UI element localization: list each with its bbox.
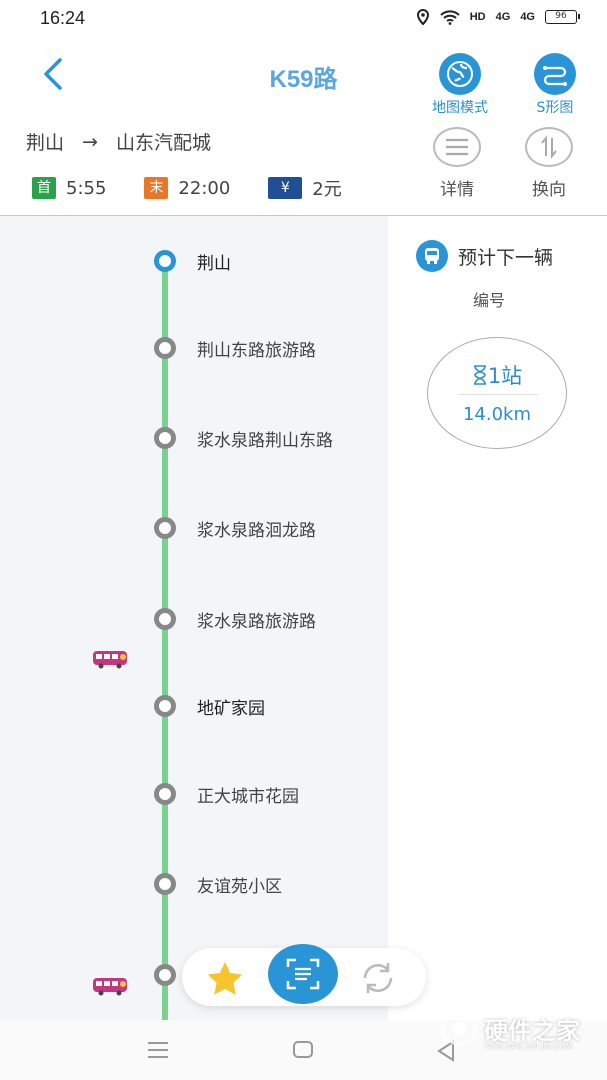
station-name: 荆山东路旅游路 (197, 341, 316, 361)
station-name: 地矿家园 (197, 699, 265, 719)
fare: ¥ 2元 (268, 175, 342, 201)
map-mode-label: 地图模式 (432, 100, 488, 116)
wifi-icon (440, 9, 460, 25)
station-name: 正大城市花园 (197, 787, 299, 807)
station-dot (154, 427, 176, 449)
watermark: 硬件之家 YING JIAN ZHI JIA.COM (440, 1008, 580, 1051)
watermark-text: 硬件之家 (484, 1016, 580, 1045)
signal-4g-2: 4G (520, 11, 535, 23)
s-map-button[interactable]: S形图 (515, 53, 595, 117)
station-name: 友谊苑小区 (197, 877, 282, 897)
route-curve-icon (534, 53, 576, 95)
station-item[interactable]: 浆水泉路荆山东路 (0, 423, 388, 453)
page-title: K59路 (269, 66, 338, 93)
star-icon (207, 962, 243, 995)
reverse-button[interactable]: 换向 (514, 127, 584, 200)
station-item[interactable]: 浆水泉路旅游路 (0, 604, 388, 634)
hourglass-icon (473, 365, 486, 385)
first-bus-time: 首 5:55 (32, 177, 106, 199)
back-nav-button[interactable] (436, 1040, 456, 1066)
distance-value: 14.0km (462, 404, 532, 425)
hd-indicator: HD (469, 11, 486, 23)
watermark-subtext: YING JIAN ZHI JIA.COM (484, 1042, 573, 1051)
station-dot (154, 783, 176, 805)
next-bus-title: 预计下一辆 (458, 246, 554, 269)
header: K59路 地图模式 S形图 (0, 45, 607, 117)
station-dot (154, 337, 176, 359)
station-name: 浆水泉路旅游路 (197, 612, 316, 632)
status-bar: 16:24 HD 4G 4G 96 (0, 0, 607, 38)
bus-icon (93, 651, 127, 669)
arrival-info: 1站 14.0km (427, 337, 567, 449)
bus-front-icon (416, 240, 448, 272)
station-item[interactable]: 荆山东路旅游路 (0, 333, 388, 363)
menu-nav-button[interactable] (146, 1040, 170, 1064)
first-bus-value: 5:55 (66, 177, 107, 199)
scan-button[interactable] (268, 944, 338, 1004)
ticket-icon: ¥ (268, 177, 303, 199)
route-arrow: → (82, 130, 98, 153)
watermark-logo (441, 1008, 477, 1048)
favorite-button[interactable] (206, 960, 244, 1000)
swap-direction-icon (525, 127, 573, 167)
station-dot (154, 964, 176, 986)
last-bus-tag: 末 (144, 177, 169, 199)
globe-icon (439, 53, 481, 95)
status-icons: HD 4G 4G 96 (416, 9, 580, 25)
menu-icon (148, 1042, 168, 1058)
menu-icon (433, 127, 481, 167)
fare-value: 2元 (312, 179, 342, 200)
last-bus-time: 末 22:00 (144, 177, 230, 199)
stops-value: 1站 (487, 364, 523, 388)
map-mode-button[interactable]: 地图模式 (420, 53, 500, 117)
route-track (162, 260, 168, 1020)
route-to: 山东汽配城 (115, 132, 211, 154)
station-name: 浆水泉路洄龙路 (197, 521, 316, 541)
signal-4g-1: 4G (495, 11, 511, 23)
arrival-separator (458, 394, 538, 395)
details-button[interactable]: 详情 (422, 127, 492, 200)
refresh-button[interactable] (358, 960, 398, 1000)
floating-toolbar (182, 944, 426, 1006)
details-label: 详情 (440, 180, 474, 200)
route-endpoints: 荆山 → 山东汽配城 (26, 128, 211, 155)
station-item[interactable]: 友谊苑小区 (0, 869, 388, 899)
home-square-icon (293, 1041, 313, 1058)
station-list[interactable]: 荆山 荆山东路旅游路 浆水泉路荆山东路 浆水泉路洄龙路 浆水泉路旅游路 地矿家园… (0, 216, 388, 1020)
route-from: 荆山 (26, 132, 65, 154)
station-dot (154, 873, 176, 895)
station-item[interactable]: 浆水泉路洄龙路 (0, 513, 388, 543)
status-time: 16:24 (40, 8, 86, 28)
reverse-label: 换向 (532, 180, 566, 200)
current-station-dot (154, 250, 176, 272)
back-button[interactable] (38, 57, 78, 97)
divider (0, 215, 607, 216)
station-dot (154, 695, 176, 717)
system-nav-bar (0, 1020, 607, 1080)
back-triangle-icon (437, 1040, 454, 1062)
route-times: 首 5:55 末 22:00 ¥ 2元 (32, 175, 380, 201)
station-dot (154, 517, 176, 539)
s-map-label: S形图 (536, 100, 574, 116)
station-item[interactable]: 地矿家园 (0, 691, 388, 721)
station-item[interactable] (0, 960, 388, 990)
station-name: 浆水泉路荆山东路 (197, 431, 333, 451)
next-bus-header: 预计下一辆 (416, 240, 553, 272)
station-name: 荆山 (197, 254, 231, 274)
stops-away: 1站 (428, 360, 566, 390)
chevron-left-icon (44, 58, 62, 90)
first-bus-tag: 首 (32, 177, 56, 199)
station-item[interactable]: 正大城市花园 (0, 779, 388, 809)
battery-icon: 96 (545, 10, 580, 24)
last-bus-value: 22:00 (178, 177, 231, 199)
location-icon (416, 9, 429, 25)
refresh-icon (363, 963, 393, 993)
station-item[interactable]: 荆山 (0, 246, 388, 276)
bus-icon (93, 978, 127, 996)
station-dot (154, 608, 176, 630)
scan-icon (286, 958, 320, 990)
home-nav-button[interactable] (292, 1040, 314, 1064)
bus-number-label: 编号 (473, 291, 506, 310)
